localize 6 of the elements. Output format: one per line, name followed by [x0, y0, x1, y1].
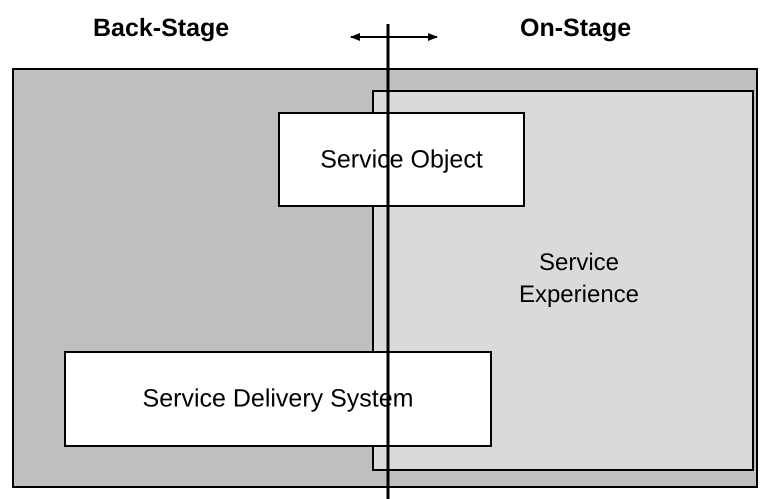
panel-title: Service Experience: [518, 248, 640, 310]
stage-panel: [12, 68, 758, 488]
object-box: [278, 112, 525, 207]
delivery-box: [64, 351, 492, 447]
stage-heading: Back-Stage: [93, 14, 230, 43]
stage-heading: On-Stage: [520, 14, 632, 43]
